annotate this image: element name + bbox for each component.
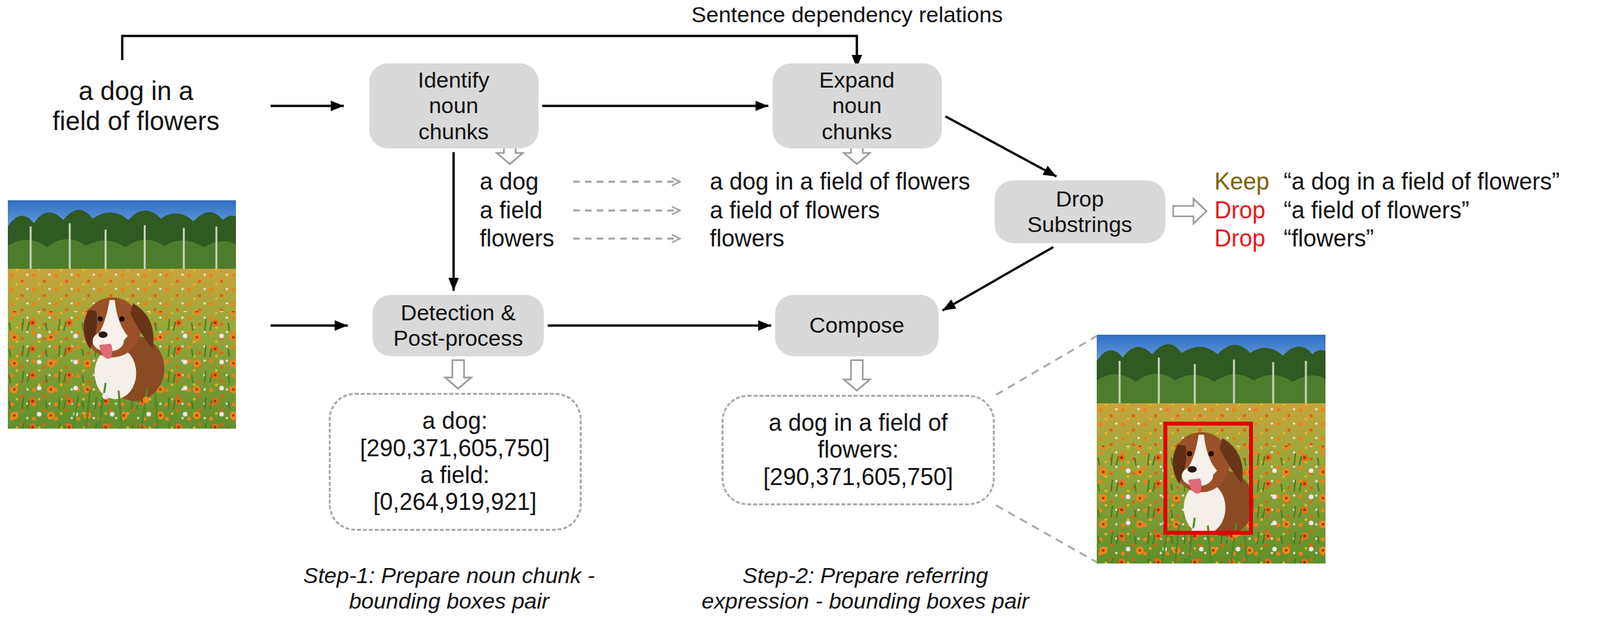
zoom-leader [996,505,1097,563]
input-caption: a dog in a field of flowers [51,75,221,136]
expand-arrow [573,181,680,184]
expand-arrow [573,209,680,212]
dropped-phrase: “flowers” [1283,224,1374,252]
expanded-chunk: a field of flowers [709,196,880,224]
result-box: a dog in a field of flowers: [290,371,60… [721,394,995,506]
drop-tag: Drop [1214,224,1266,252]
relation-label: Sentence dependency relations [691,1,1003,28]
image-arrow [270,324,348,327]
node-text: Identify noun chunks [392,67,515,144]
flow-arrow [547,324,772,327]
process-box: Expand noun chunks [772,63,942,148]
expanded-chunk: flowers [709,224,785,252]
flow-arrow [945,116,1057,177]
process-box: Detection & Post-process [372,294,544,357]
step-caption: Step-2: Prepare referring expression - b… [688,562,1042,614]
process-box: Identify noun chunks [369,63,539,148]
bounding-box [1165,423,1251,533]
kept-phrase: “a dog in a field of flowers” [1283,167,1560,195]
node-text: a dog in a field of flowers: [290,371,60… [753,409,963,491]
expanded-chunk: a dog in a field of flowers [709,167,970,195]
drop-tag: Drop [1214,196,1266,224]
node-text: Detection & Post-process [389,300,527,351]
input-arrow [270,104,344,108]
node-text: Drop Substrings [1018,186,1141,238]
dog-photo-grounded [1096,334,1326,564]
noun-chunk: a field [479,196,543,224]
node-text: a field: [0,264,919,921] [350,461,560,516]
result-box: a dog: [290,371,605,750]a field: [0,264,… [328,392,582,531]
process-box: Compose [775,294,939,357]
keep-tag: Keep [1214,167,1270,195]
dropped-phrase: “a field of flowers” [1283,196,1470,224]
node-text: a dog: [290,371,605,750] [350,407,560,462]
node-text: Expand noun chunks [796,67,918,144]
expand-arrow [573,237,680,240]
step-caption: Step-1: Prepare noun chunk - bounding bo… [272,562,626,614]
flow-arrow [542,104,769,108]
flow-arrow [942,247,1054,311]
dog-photo [7,200,236,429]
process-box: Drop Substrings [994,180,1166,244]
node-text: Compose [788,312,926,338]
noun-chunk: a dog [479,167,539,195]
zoom-leader [996,335,1097,395]
hollow-arrow [1173,198,1207,224]
output-arrow [445,360,472,389]
output-arrow [843,360,870,391]
flow-arrow [452,152,455,291]
noun-chunk: flowers [479,224,555,252]
